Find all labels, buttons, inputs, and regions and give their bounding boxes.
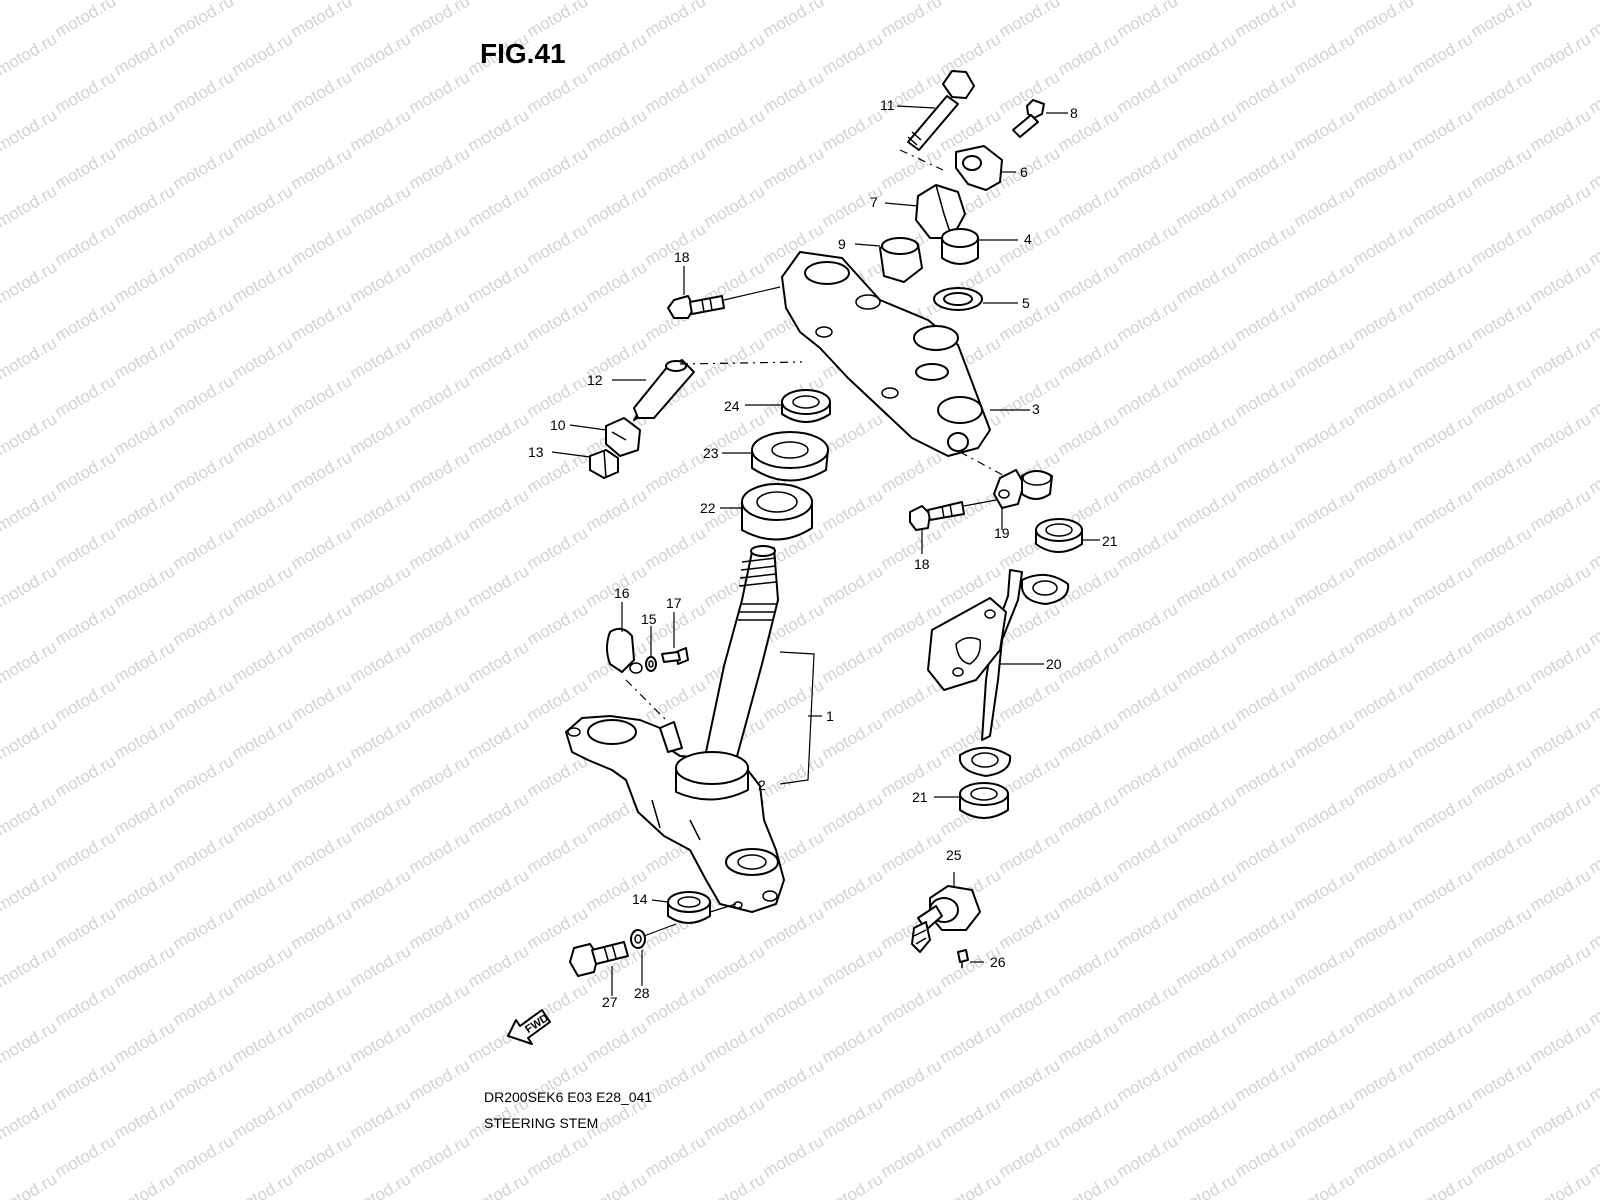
part-15-washer <box>645 656 657 672</box>
callout-14: 14 <box>632 891 648 907</box>
callout-18b: 18 <box>914 556 930 572</box>
callout-19: 19 <box>994 525 1010 541</box>
figure-name: STEERING STEM <box>484 1115 599 1131</box>
callout-10: 10 <box>550 417 566 433</box>
part-21-grommet-upper <box>1035 518 1083 553</box>
part-6-clamp-cap <box>955 145 1003 191</box>
part-23-dust-seal <box>751 431 829 482</box>
callout-15: 15 <box>641 611 657 627</box>
callout-25: 25 <box>946 847 962 863</box>
part-17-screw <box>661 647 689 665</box>
figure-title: FIG.41 <box>480 38 566 69</box>
callout-13: 13 <box>528 444 544 460</box>
part-26-screw <box>957 949 969 968</box>
part-24-nut <box>781 389 831 423</box>
figure-code: DR200SEK6 E03 E28_041 <box>484 1089 653 1105</box>
callout-23: 23 <box>703 445 719 461</box>
part-27-bolt <box>569 941 629 977</box>
callout-20: 20 <box>1046 656 1062 672</box>
callout-2: 2 <box>758 777 766 793</box>
callout-5: 5 <box>1022 295 1030 311</box>
part-8-bolt <box>1012 99 1045 138</box>
part-18-bolt-upper <box>667 295 725 319</box>
callout-4: 4 <box>1024 231 1032 247</box>
callout-12: 12 <box>587 372 603 388</box>
part-4-cap <box>941 228 979 265</box>
callout-26: 26 <box>990 954 1006 970</box>
part-13-nut <box>589 449 619 479</box>
callout-11: 11 <box>880 97 895 113</box>
part-5-washer <box>933 287 983 311</box>
callout-24: 24 <box>724 398 740 414</box>
callout-22: 22 <box>700 500 716 516</box>
part-22-bearing <box>741 483 813 541</box>
part-3-upper-bracket <box>781 251 991 457</box>
part-18-bolt-lower <box>909 501 965 531</box>
part-10-cushion <box>605 417 641 457</box>
callout-18a: 18 <box>674 249 690 265</box>
callout-7: 7 <box>870 194 878 210</box>
callout-28: 28 <box>634 985 650 1001</box>
callout-9: 9 <box>838 236 846 252</box>
callout-1: 1 <box>826 708 834 724</box>
callout-16: 16 <box>614 585 630 601</box>
part-25-steering-lock <box>911 885 981 953</box>
callout-3: 3 <box>1032 401 1040 417</box>
part-9-cushion <box>879 237 923 283</box>
callout-8: 8 <box>1070 105 1078 121</box>
part-12-pin <box>633 359 695 421</box>
callout-27: 27 <box>602 994 618 1010</box>
callout-21a: 21 <box>1102 533 1118 549</box>
callout-21b: 21 <box>912 789 928 805</box>
part-11-bolt <box>907 70 975 151</box>
callout-6: 6 <box>1020 164 1028 180</box>
fwd-arrow: FWD <box>507 1009 551 1045</box>
part-16-stopper <box>606 627 643 674</box>
part-1-steering-stem <box>565 545 785 913</box>
part-21-grommet-lower <box>959 782 1009 819</box>
part-28-washer <box>630 929 646 949</box>
part-19-clamp <box>993 469 1053 509</box>
callout-17: 17 <box>666 595 682 611</box>
part-20-bracket <box>927 569 1070 777</box>
part-14-grommet <box>667 891 711 924</box>
